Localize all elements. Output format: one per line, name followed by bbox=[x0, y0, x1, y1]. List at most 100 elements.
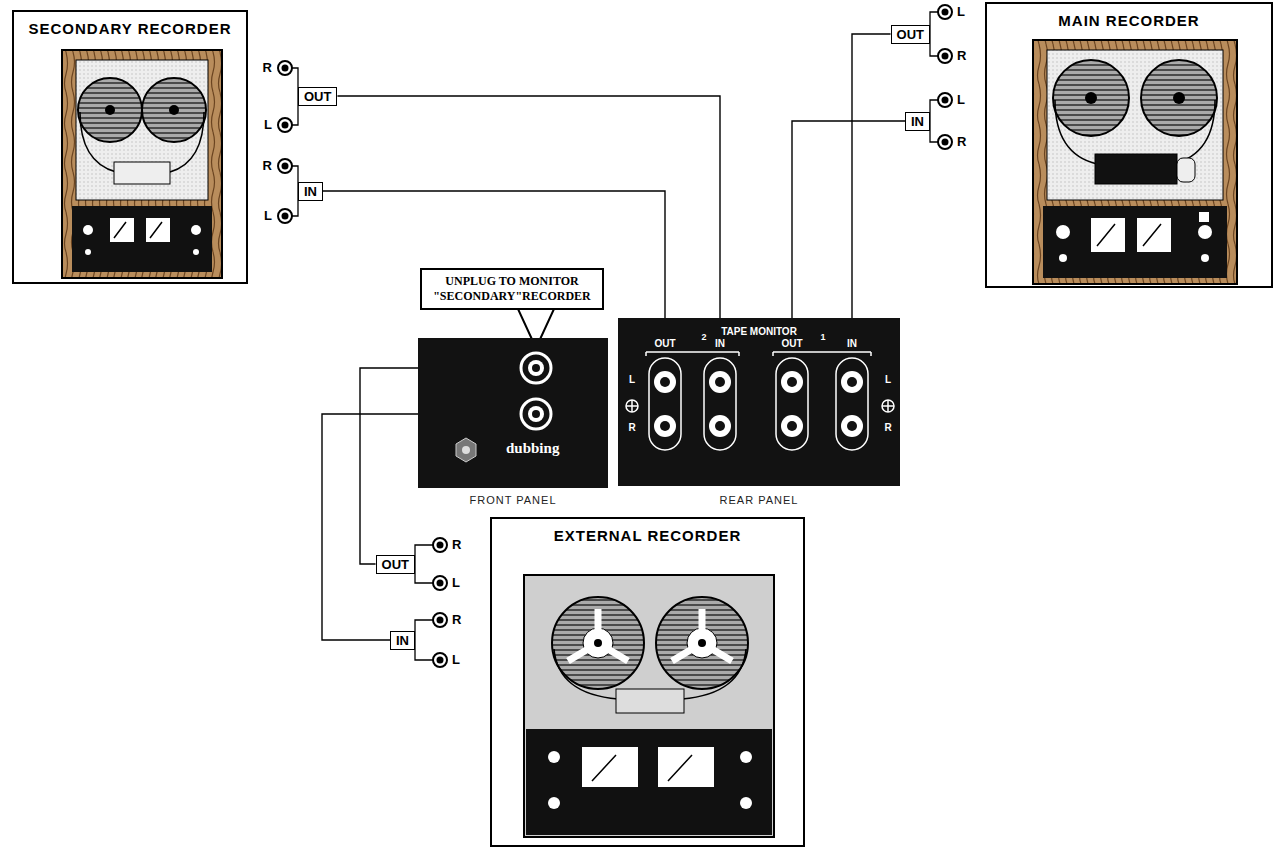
drawing-circle bbox=[169, 105, 179, 115]
jack-group-label: OUT bbox=[298, 87, 337, 106]
drawing-rect bbox=[1137, 218, 1171, 252]
channel-letter: R bbox=[957, 48, 966, 64]
drawing-circle bbox=[548, 797, 560, 809]
drawing-circle bbox=[278, 118, 292, 132]
drawing-rect bbox=[616, 689, 684, 713]
callout-text: UNPLUG TO MONITOR "SECONDARY"RECORDER bbox=[433, 274, 591, 303]
jack-group-name: IN bbox=[396, 633, 409, 648]
drawing-circle bbox=[191, 225, 201, 235]
recorder-title: EXTERNAL RECORDER bbox=[492, 527, 803, 544]
drawing-path bbox=[114, 222, 162, 238]
drawing-rect bbox=[62, 50, 222, 278]
panel-marking: R bbox=[884, 422, 891, 433]
drawing-circle bbox=[1173, 92, 1185, 104]
drawing-circle bbox=[105, 105, 115, 115]
drawing-path bbox=[456, 438, 476, 462]
recorder-box: EXTERNAL RECORDER bbox=[490, 517, 805, 847]
drawing-circle bbox=[278, 61, 292, 75]
drawing-circle bbox=[938, 49, 952, 63]
drawing-circle bbox=[193, 249, 199, 255]
panel-caption: REAR PANEL bbox=[720, 494, 799, 506]
drawing-circle bbox=[282, 122, 289, 129]
drawing-rect bbox=[76, 60, 208, 200]
drawing-circle bbox=[1053, 60, 1129, 136]
signal-wire bbox=[360, 368, 418, 564]
jack-group-label: IN bbox=[390, 631, 415, 650]
drawing-g bbox=[654, 371, 863, 437]
drawing-rect bbox=[1043, 206, 1227, 278]
drawing-rect bbox=[1177, 158, 1195, 182]
drawing-rect bbox=[836, 358, 868, 450]
drawing-circle bbox=[433, 538, 447, 552]
channel-letter: R bbox=[452, 612, 461, 628]
drawing-circle bbox=[1141, 60, 1217, 136]
drawing-circle bbox=[1059, 254, 1067, 262]
drawing-rect bbox=[658, 747, 714, 787]
channel-letter: R bbox=[452, 537, 461, 553]
drawing-circle bbox=[437, 617, 444, 624]
recorder-illustration bbox=[492, 519, 807, 849]
recorder-illustration bbox=[987, 4, 1275, 290]
drawing-circle bbox=[278, 159, 292, 173]
drawing-rect bbox=[704, 358, 736, 450]
jack-group-name: OUT bbox=[897, 27, 924, 42]
drawing-circle bbox=[1085, 92, 1097, 104]
drawing-circle bbox=[437, 580, 444, 587]
callout-box: UNPLUG TO MONITOR "SECONDARY"RECORDER bbox=[420, 268, 604, 310]
drawing-circle bbox=[698, 639, 706, 647]
drawing-circle bbox=[437, 542, 444, 549]
drawing-circle bbox=[787, 377, 797, 387]
drawing-circle bbox=[594, 639, 602, 647]
drawing-circle bbox=[1198, 225, 1212, 239]
drawing-circle bbox=[85, 249, 91, 255]
drawing-circle bbox=[1201, 254, 1209, 262]
drawing-circle bbox=[938, 135, 952, 149]
drawing-circle bbox=[709, 415, 731, 437]
channel-letter: R bbox=[957, 134, 966, 150]
panel-marking: R bbox=[628, 422, 635, 433]
drawing-rect bbox=[1047, 50, 1223, 200]
drawing-circle bbox=[462, 446, 470, 454]
drawing-circle bbox=[715, 421, 725, 431]
drawing-circle bbox=[942, 9, 949, 16]
drawing-circle bbox=[654, 371, 676, 393]
drawing-circle bbox=[532, 364, 540, 372]
drawing-circle bbox=[548, 751, 560, 763]
drawing-rect bbox=[72, 206, 212, 272]
drawing-circle bbox=[521, 399, 551, 429]
drawing-circle bbox=[709, 371, 731, 393]
drawing-circle bbox=[521, 353, 551, 383]
drawing-rect bbox=[146, 218, 170, 242]
drawing-circle bbox=[942, 53, 949, 60]
drawing-circle bbox=[528, 360, 544, 376]
jack-group-name: IN bbox=[911, 114, 924, 129]
drawing-circle bbox=[847, 377, 857, 387]
drawing-circle bbox=[437, 657, 444, 664]
drawing-rect bbox=[1199, 212, 1209, 222]
recorder-box: SECONDARY RECORDER bbox=[12, 10, 248, 284]
channel-letter: L bbox=[957, 92, 965, 108]
drawing-circle bbox=[938, 93, 952, 107]
drawing-circle bbox=[942, 139, 949, 146]
drawing-circle bbox=[847, 421, 857, 431]
drawing-circle bbox=[532, 410, 540, 418]
panel-marking: OUT bbox=[781, 338, 802, 349]
drawing-g bbox=[660, 377, 857, 431]
jack-group-name: IN bbox=[304, 184, 317, 199]
channel-letter: L bbox=[957, 4, 965, 20]
drawing-circle bbox=[660, 377, 670, 387]
drawing-rect bbox=[1033, 40, 1237, 284]
drawing-circle bbox=[715, 377, 725, 387]
channel-letter: R bbox=[263, 60, 272, 76]
channel-letter: L bbox=[264, 117, 272, 133]
front-panel-drawing bbox=[418, 338, 608, 488]
drawing-rect bbox=[110, 218, 134, 242]
drawing-circle bbox=[787, 421, 797, 431]
drawing-rect bbox=[649, 358, 681, 450]
panel-marking: TAPE MONITOR bbox=[721, 326, 797, 337]
drawing-circle bbox=[433, 613, 447, 627]
drawing-rect bbox=[582, 747, 638, 787]
recorder-title: SECONDARY RECORDER bbox=[14, 20, 246, 37]
drawing-circle bbox=[626, 400, 638, 412]
drawing-circle bbox=[142, 78, 206, 142]
